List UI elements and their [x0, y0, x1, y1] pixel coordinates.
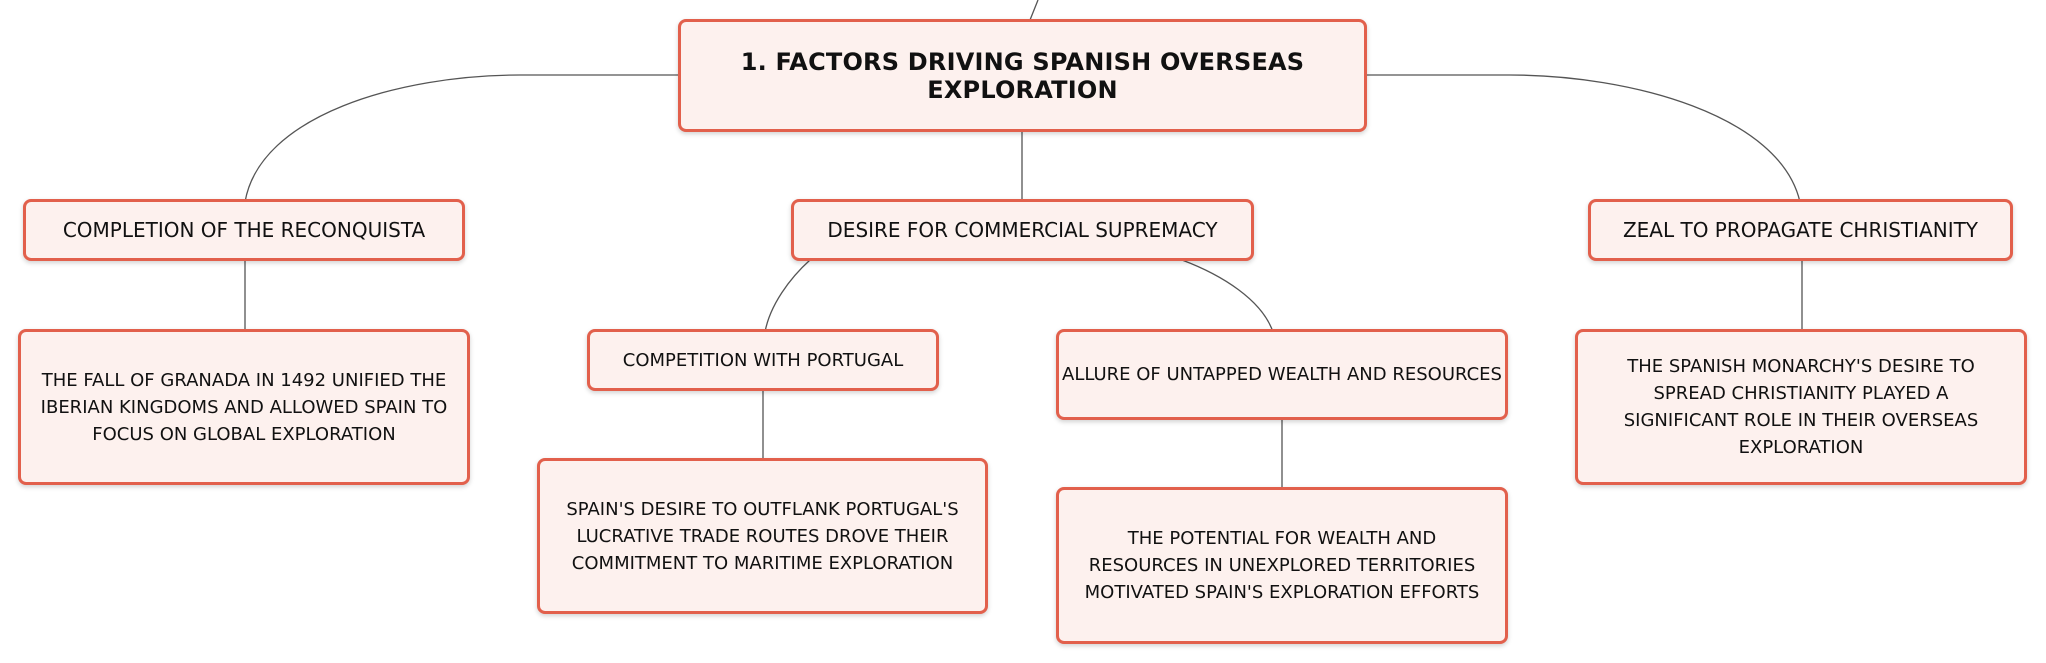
- root-topic[interactable]: 1. FACTORS DRIVING SPANISH OVERSEAS EXPL…: [678, 19, 1367, 132]
- detail-portugal[interactable]: SPAIN'S DESIRE TO OUTFLANK PORTUGAL'S LU…: [537, 458, 988, 614]
- subtopic-portugal-label: COMPETITION WITH PORTUGAL: [622, 349, 904, 371]
- detail-wealth-text: THE POTENTIAL FOR WEALTH AND RESOURCES I…: [1084, 528, 1480, 603]
- detail-wealth[interactable]: THE POTENTIAL FOR WEALTH AND RESOURCES I…: [1056, 487, 1508, 644]
- connector-root-right: [1365, 74, 1801, 203]
- branch-commercial-supremacy-label: DESIRE FOR COMMERCIAL SUPREMACY: [827, 218, 1218, 242]
- connector-root-left: [244, 74, 680, 203]
- root-topic-label: 1. FACTORS DRIVING SPANISH OVERSEAS EXPL…: [740, 47, 1305, 104]
- branch-commercial-supremacy[interactable]: DESIRE FOR COMMERCIAL SUPREMACY: [791, 199, 1254, 261]
- detail-reconquista[interactable]: THE FALL OF GRANADA IN 1492 UNIFIED THE …: [18, 329, 470, 485]
- subtopic-portugal[interactable]: COMPETITION WITH PORTUGAL: [587, 329, 939, 391]
- detail-portugal-text: SPAIN'S DESIRE TO OUTFLANK PORTUGAL'S LU…: [566, 498, 959, 574]
- branch-christianity[interactable]: ZEAL TO PROPAGATE CHRISTIANITY: [1588, 199, 2013, 261]
- detail-christianity[interactable]: THE SPANISH MONARCHY'S DESIRE TO SPREAD …: [1575, 329, 2027, 485]
- detail-reconquista-text: THE FALL OF GRANADA IN 1492 UNIFIED THE …: [40, 369, 448, 445]
- subtopic-wealth[interactable]: ALLURE OF UNTAPPED WEALTH AND RESOURCES: [1056, 329, 1508, 420]
- connector-commercial-portugal: [764, 259, 811, 333]
- detail-christianity-text: THE SPANISH MONARCHY'S DESIRE TO SPREAD …: [1623, 356, 1979, 458]
- branch-reconquista[interactable]: COMPLETION OF THE RECONQUISTA: [23, 199, 465, 261]
- subtopic-wealth-label: ALLURE OF UNTAPPED WEALTH AND RESOURCES: [1062, 364, 1502, 385]
- connector-root-parent: [1029, 0, 1039, 21]
- connector-commercial-wealth: [1181, 259, 1274, 333]
- branch-reconquista-label: COMPLETION OF THE RECONQUISTA: [62, 218, 426, 242]
- branch-christianity-label: ZEAL TO PROPAGATE CHRISTIANITY: [1622, 218, 1979, 242]
